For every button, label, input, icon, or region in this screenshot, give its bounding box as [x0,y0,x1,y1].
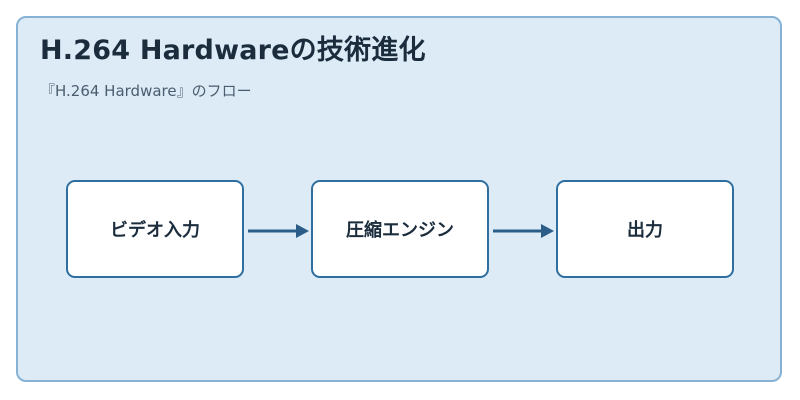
diagram-title: H.264 Hardwareの技術進化 [40,35,426,66]
flow-node-video-input: ビデオ入力 [66,180,244,278]
flow-arrow-2 [493,224,554,238]
flow-node-output: 出力 [556,180,734,278]
flow-node-compression-engine: 圧縮エンジン [311,180,489,278]
diagram-subtitle: 『H.264 Hardware』のフロー [40,82,252,100]
flow-arrow-1 [248,224,309,238]
